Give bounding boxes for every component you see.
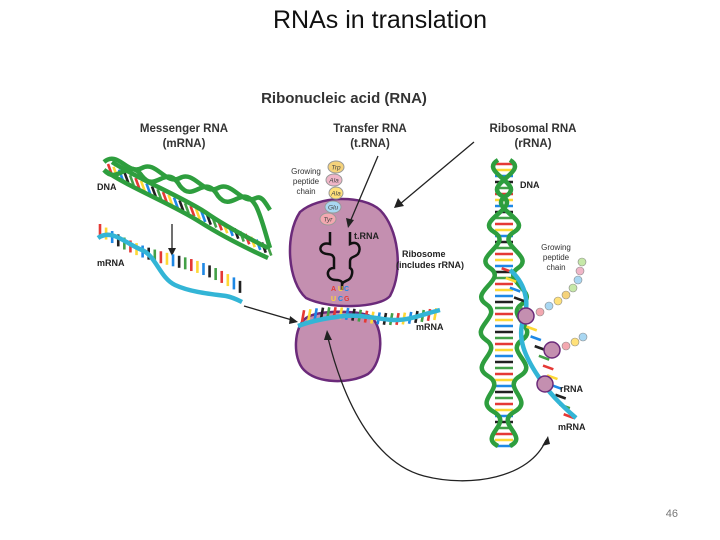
base-pair (189, 205, 196, 217)
ribosome-large-subunit (288, 197, 399, 308)
ribosomes-right (517, 307, 561, 393)
page-number: 46 (665, 508, 678, 520)
base-pair (526, 325, 538, 332)
base-pair (139, 180, 146, 192)
base-pair (167, 194, 174, 206)
peptide-chain-right (535, 257, 588, 351)
aa-glu: Glu (328, 205, 339, 212)
base-pair (161, 191, 168, 203)
col-rrna-subtitle: (rRNA) (514, 138, 551, 150)
mrna-strand-mid (297, 306, 441, 329)
base-pair (183, 202, 190, 214)
base-pair (313, 308, 318, 321)
mrna-strand-left (96, 224, 244, 305)
trna-cloverleaf (319, 232, 361, 290)
base-pair (307, 308, 312, 322)
col-mrna-subtitle: (mRNA) (163, 138, 206, 150)
col-rrna-title: Ribosomal RNA (490, 123, 577, 135)
anticodon-base-1: A (331, 286, 336, 293)
base-pair (542, 364, 554, 371)
aa-trp: Trp (331, 165, 341, 172)
codon-base-2: C (338, 296, 343, 303)
peptide-mid-label-2: peptide (293, 177, 320, 186)
base-pair (150, 185, 157, 198)
trna-label: t.RNA (354, 231, 379, 241)
base-pair (538, 354, 550, 361)
base-pair (513, 296, 525, 303)
anticodon-base-3: C (344, 286, 349, 293)
ribosome-label-1: Ribosome (402, 249, 446, 259)
peptide-mid-label-1: Growing (291, 167, 321, 176)
base-pair (145, 183, 152, 195)
ribosome (288, 197, 399, 383)
base-pair (194, 208, 201, 220)
col-trna-title: Transfer RNA (333, 123, 407, 135)
slide-title: RNAs in translation (273, 6, 487, 34)
base-pair (128, 174, 135, 186)
base-pair (505, 276, 517, 283)
base-pair (156, 188, 163, 200)
codon-base-1: U (331, 296, 336, 303)
base-pair (200, 211, 207, 223)
peptide-chain-mid: Trp Ala Ala Glu Tyr (319, 160, 345, 226)
col-trna-subtitle: (t.RNA) (350, 138, 390, 150)
mrna-left-label: mRNA (97, 258, 125, 268)
aa-tyr: Tyr (324, 217, 334, 224)
trna-pointer-arrow (346, 155, 379, 228)
base-pair (300, 309, 306, 323)
codon-letters: A U C U C G (331, 286, 350, 303)
transcription-arrow (168, 224, 176, 256)
aa-ala-2: Ala (330, 191, 341, 198)
peptide-mid-label-3: chain (296, 187, 315, 196)
mrna-mid-label: mRNA (416, 322, 444, 332)
mrna-right-label: mRNA (558, 422, 586, 432)
base-pair (509, 286, 521, 293)
peptide-right-label-2: peptide (543, 253, 570, 262)
base-pair (172, 197, 179, 209)
base-pair (554, 393, 567, 400)
dna-left-label: DNA (97, 182, 117, 192)
col-mrna-title: Messenger RNA (140, 123, 228, 135)
rrna-right-label: rRNA (560, 384, 584, 394)
base-pair (530, 335, 542, 342)
anticodon-base-2: U (338, 286, 343, 293)
dna-helix-left (102, 156, 273, 261)
base-pair (134, 177, 141, 189)
peptide-right-label-3: chain (546, 263, 565, 272)
ribosome-label-2: (includes rRNA) (396, 260, 464, 270)
figure-title: Ribonucleic acid (RNA) (261, 90, 427, 107)
curved-return-arrow (324, 330, 550, 482)
ribosome-small-subunit (294, 310, 382, 383)
dna-right-label: DNA (520, 180, 540, 190)
base-pair (546, 374, 558, 381)
codon-base-3: G (344, 296, 350, 303)
rrna-pointer-arrow (394, 141, 475, 208)
aa-ala-1: Ala (328, 178, 339, 185)
base-pair (178, 199, 185, 212)
base-pair (123, 171, 130, 184)
dna-helix-right (478, 158, 530, 449)
peptide-right-label-1: Growing (541, 243, 571, 252)
mrna-to-ribosome-arrow (243, 305, 298, 324)
